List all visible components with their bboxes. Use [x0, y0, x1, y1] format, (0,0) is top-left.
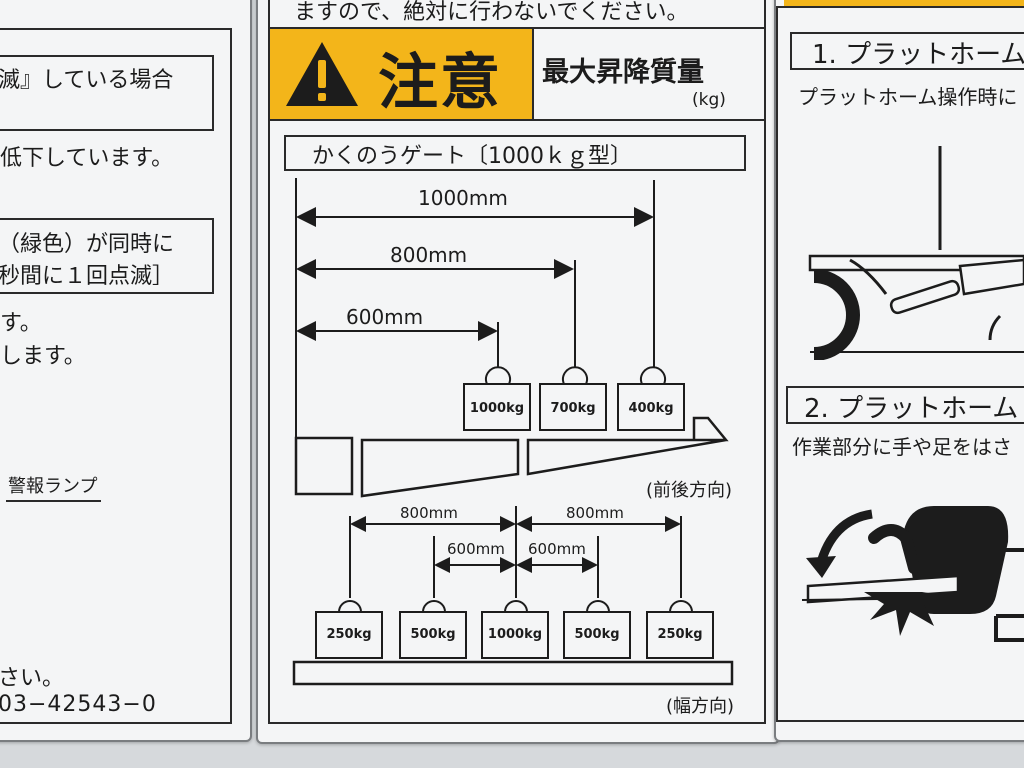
warning-word: 注意 [378, 48, 502, 118]
weight-400kg: 400kg [628, 401, 674, 416]
hand-pinch-illustration [801, 506, 1024, 642]
width-weight-1000kg: 1000kg [487, 627, 543, 642]
center-inner-frame [268, 0, 766, 724]
left-footer-2: 03−42543−0 [0, 692, 157, 717]
header-bottom-rule [268, 119, 764, 121]
left-inner-frame [0, 28, 232, 724]
left-label-panel [0, 0, 252, 742]
weight-1000kg: 1000kg [469, 401, 525, 416]
curved-arrow-icon [806, 509, 873, 578]
width-direction: (幅方向) [666, 696, 735, 717]
width-dim-600mm-left: 600mm [447, 540, 505, 558]
width-dim-800mm-right: 800mm [566, 504, 624, 522]
platform-illustration [808, 146, 1024, 360]
unit-label: (kg) [692, 90, 726, 110]
top-rule [268, 27, 764, 29]
left-line-5: す。 [0, 311, 42, 336]
warning-triangle-icon [286, 42, 358, 106]
right-heading-1: 1. プラットホーム [812, 40, 1024, 70]
weight-icon [463, 366, 685, 431]
dim-1000mm: 1000mm [418, 186, 508, 210]
width-dim-600mm-right: 600mm [528, 540, 586, 558]
weight-700kg: 700kg [550, 401, 596, 416]
right-text-1: プラットホーム操作時に [798, 85, 1018, 109]
left-line-4: 秒間に１回点滅］ [0, 264, 175, 289]
header-divider [532, 29, 534, 119]
left-footer-1: さい。 [0, 666, 65, 691]
width-weight-250kg-left: 250kg [326, 627, 372, 642]
left-line-1: 滅』している場合 [0, 68, 174, 93]
front-rear-diagram [294, 178, 729, 498]
dim-600mm-rear: 600mm [346, 305, 424, 329]
width-diagram [292, 506, 734, 686]
max-lift-mass-label: 最大昇降質量 [542, 57, 704, 88]
right-heading-2: 2. プラットホーム [804, 394, 1019, 424]
right-yellow-strip [784, 0, 1024, 6]
subtitle-box [284, 135, 746, 171]
dim-800mm-rear: 800mm [390, 243, 468, 267]
left-text-box-1 [0, 55, 214, 131]
front-rear-direction: (前後方向) [646, 480, 733, 501]
right-heading-box-1 [790, 32, 1024, 70]
width-weight-500kg-right: 500kg [574, 627, 620, 642]
left-text-box-2 [0, 218, 214, 294]
width-dim-800mm-left: 800mm [400, 504, 458, 522]
right-text-2: 作業部分に手や足をはさ [792, 435, 1012, 459]
right-inner-frame [776, 6, 1024, 722]
right-heading-box-2 [786, 386, 1024, 424]
width-weight-500kg-left: 500kg [410, 627, 456, 642]
lamp-label: 警報ランプ [6, 472, 102, 502]
gate-subtitle: かくのうゲート〔1000ｋｇ型〕 [312, 144, 632, 169]
left-line-6: します。 [0, 344, 86, 369]
center-top-text: ますので、絶対に行わないでください。 [294, 0, 689, 25]
left-line-2: 低下しています。 [0, 146, 174, 171]
left-line-3: （緑色）が同時に [0, 232, 175, 257]
width-weight-250kg-right: 250kg [657, 627, 703, 642]
